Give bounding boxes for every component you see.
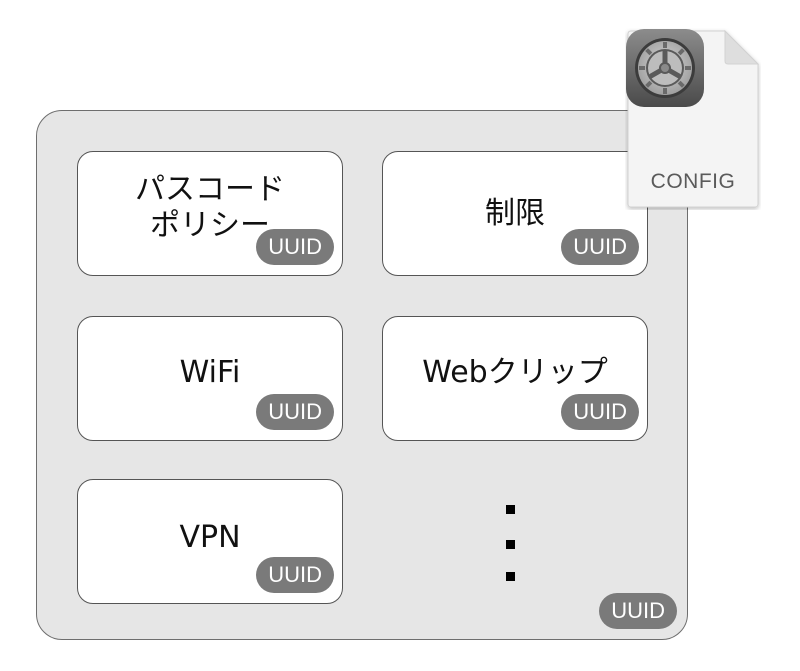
payload-restrictions: 制限 UUID (382, 151, 648, 276)
config-file-icon: CONFIG (625, 28, 761, 210)
ellipsis-dot (506, 540, 515, 549)
uuid-badge: UUID (561, 229, 639, 265)
uuid-badge: UUID (256, 557, 334, 593)
payload-label: Webクリップ (422, 355, 608, 390)
payload-webclip: Webクリップ UUID (382, 316, 648, 441)
uuid-badge: UUID (256, 229, 334, 265)
payload-passcode-policy: パスコード ポリシー UUID (77, 151, 343, 276)
payload-vpn: VPN UUID (77, 479, 343, 604)
ellipsis-vertical (506, 505, 518, 585)
uuid-badge: UUID (256, 394, 334, 430)
profile-uuid-badge: UUID (599, 593, 677, 629)
config-file-label: CONFIG (650, 170, 736, 193)
gear-icon (626, 29, 704, 107)
payload-label: パスコード ポリシー (135, 172, 285, 243)
configuration-profile: パスコード ポリシー UUID 制限 UUID WiFi UUID Webクリッ… (36, 110, 688, 640)
payload-label: VPN (179, 520, 241, 555)
ellipsis-dot (506, 572, 515, 581)
payload-wifi: WiFi UUID (77, 316, 343, 441)
uuid-badge: UUID (561, 394, 639, 430)
payload-label: 制限 (485, 196, 545, 231)
payload-label: WiFi (179, 355, 241, 390)
ellipsis-dot (506, 505, 515, 514)
